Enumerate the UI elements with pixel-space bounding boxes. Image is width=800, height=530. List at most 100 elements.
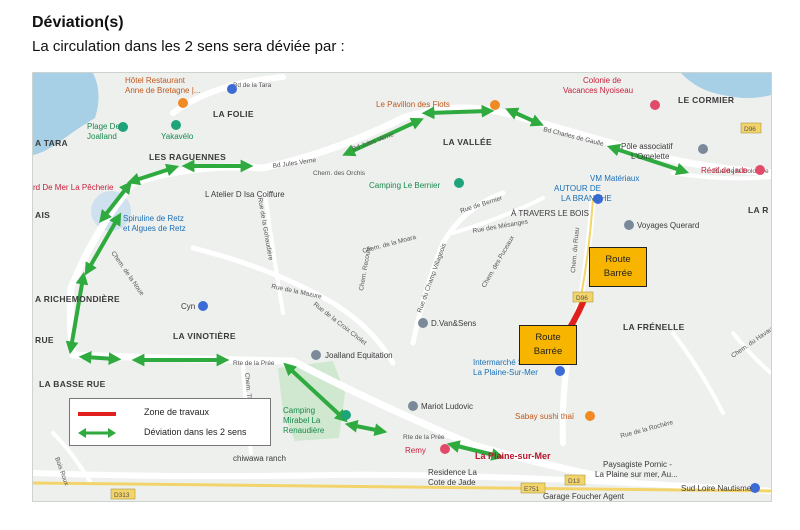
road-bois-roux xyxy=(51,431,93,485)
badge-top-line2: Barrée xyxy=(603,268,633,279)
page-subtitle: La circulation dans les 2 sens sera dévi… xyxy=(32,38,345,55)
poi-mer: rd De Mer La Pêcherie xyxy=(33,183,114,192)
shield-d313: D313 xyxy=(110,488,136,500)
sea-northeast xyxy=(681,73,771,98)
detour-arrow-1 xyxy=(84,212,122,276)
detour-arrow-9 xyxy=(344,419,388,437)
detour-arrow-6 xyxy=(78,351,122,365)
legend-detour-label: Déviation dans les 2 sens xyxy=(144,427,247,437)
poi-travers: À TRAVERS LE BOIS xyxy=(511,209,589,218)
road-label-puceaux: Chem. des Puceaux xyxy=(481,234,517,289)
place-la-r: LA R xyxy=(748,205,769,215)
sea-northwest xyxy=(33,73,99,155)
route-barree-badge-bottom: Route Barrée xyxy=(519,325,577,365)
road-bernier xyxy=(451,196,545,235)
shield-d13: D13 xyxy=(564,474,586,486)
page-title: Déviation(s) xyxy=(32,14,124,31)
place-les-raguennes: LES RAGUENNES xyxy=(149,152,226,162)
road-rue-mazure xyxy=(190,245,396,366)
road-label-recoute: Chem. Recoute xyxy=(358,245,373,291)
poi-hotel-2: Anne de Bretagne |... xyxy=(125,86,200,95)
poi-garage: Garage Foucher Agent xyxy=(543,492,625,501)
svg-text:D313: D313 xyxy=(114,492,130,499)
road-champ-villageois xyxy=(410,190,506,346)
place-la-tara: A TARA xyxy=(35,138,68,148)
poi-spiruline-2: et Algues de Retz xyxy=(123,224,186,233)
road-label-orchis: Chem. des Orchis xyxy=(313,170,366,177)
poi-colonie-2: Vacances Nyoiseau xyxy=(563,86,633,95)
svg-text:D13: D13 xyxy=(568,478,580,485)
legend-works-label: Zone de travaux xyxy=(144,407,210,417)
svg-text:E751: E751 xyxy=(524,486,540,493)
map-canvas[interactable]: LA FOLIE LES RAGUENNES LA VALLÉE LE CORM… xyxy=(33,73,771,501)
map[interactable]: LA FOLIE LES RAGUENNES LA VALLÉE LE CORM… xyxy=(32,72,772,502)
route-barree-badge-top: Route Barrée xyxy=(589,247,647,287)
shield-e751: E751 xyxy=(520,482,546,494)
road-d313-strip xyxy=(33,481,771,493)
badge-bottom-line2: Barrée xyxy=(533,346,563,357)
poi-remy: Remy xyxy=(405,446,426,455)
poi-paysagiste-2: La Plaine sur mer, Au... xyxy=(595,470,678,479)
poi-residence: Residence La xyxy=(428,468,477,477)
road-label-bd-tara: Bd de la Tara xyxy=(233,82,272,89)
poi-hotel: Hôtel Restaurant xyxy=(125,76,186,85)
poi-sudloire: Sud Loire Nautisme xyxy=(681,484,752,493)
poi-residence-2: Cote de Jade xyxy=(428,478,476,487)
poi-mariot: Mariot Ludovic xyxy=(421,402,473,411)
poi-recif: Récif de jade xyxy=(701,166,748,175)
poi-camping-mirabel-2: Mirabel La xyxy=(283,416,321,425)
road-bottom xyxy=(33,470,771,494)
poi-chiwawa: chiwawa ranch xyxy=(233,454,286,463)
road-label-noue: Chem. de la Noue xyxy=(109,250,145,297)
poi-atelier: L Atelier D Isa Coiffure xyxy=(205,190,285,199)
place-la-frenelle: LA FRÉNELLE xyxy=(623,322,685,332)
poi-intermarche: Intermarché SUPER xyxy=(473,358,546,367)
poi-colonie: Colonie de xyxy=(583,76,622,85)
shield-d96-1: D96 xyxy=(740,122,762,134)
poi-pole-2: L'Omelette xyxy=(631,152,670,161)
place-la-basse-rue: LA BASSE RUE xyxy=(39,379,106,389)
map-legend: Zone de travaux Déviation dans les 2 sen… xyxy=(69,398,271,446)
place-la-folie: LA FOLIE xyxy=(213,109,254,119)
poi-markers xyxy=(118,84,765,493)
poi-sabay: Sabay sushi thaï xyxy=(515,412,575,421)
place-ais: AIS xyxy=(35,210,50,220)
legend-detour-arrow-icon xyxy=(78,428,116,438)
shield-d96-2: D96 xyxy=(572,291,594,303)
detour-arrow-5 xyxy=(65,271,89,355)
road-label-champ: Rue du Champ Villageois xyxy=(416,242,448,314)
detour-arrow-2 xyxy=(126,163,180,186)
poi-spiruline: Spiruline de Retz xyxy=(123,214,184,223)
poi-cyn: Cyn xyxy=(181,302,195,311)
road-label-pree-1: Rte de la Prée xyxy=(233,360,275,367)
poi-camping-mirabel: Camping xyxy=(283,406,315,415)
poi-yakavelo: Yakavélo xyxy=(161,132,194,141)
place-la-plaine: La Plaine-sur-Mer xyxy=(475,451,551,461)
poi-pole: Pôle associatif xyxy=(621,142,673,151)
poi-vm: VM Matériaux xyxy=(590,174,639,183)
poi-plage: Plage De xyxy=(87,122,120,131)
poi-paysagiste: Paysagiste Pornic - xyxy=(603,460,672,469)
poi-vm-3: LA BRANCHE xyxy=(561,194,612,203)
place-la-vinotiere: LA VINOTIÈRE xyxy=(173,331,236,341)
svg-text:D96: D96 xyxy=(576,295,588,302)
poi-camping-bernier: Camping Le Bernier xyxy=(369,181,440,190)
road-label-pree-2: Rte de la Prée xyxy=(403,434,445,441)
road-havaud xyxy=(731,331,771,375)
poi-camping-mirabel-3: Renaudière xyxy=(283,426,325,435)
detour-arrow-11 xyxy=(342,117,424,157)
place-richemondiere: A RICHEMONDIÈRE xyxy=(35,294,120,304)
road-frenelle xyxy=(671,331,725,415)
detour-arrow-4 xyxy=(99,180,132,224)
poi-voyages: Voyages Querard xyxy=(637,221,699,230)
road-label-tillac: Chem. Tillac xyxy=(243,373,253,410)
road-label-mesanges: Rue des Mésanges xyxy=(472,218,529,235)
legend-works-swatch xyxy=(78,412,116,416)
poi-vm-2: AUTOUR DE xyxy=(554,184,601,193)
detour-arrow-12 xyxy=(421,104,495,120)
detour-arrow-13 xyxy=(505,107,544,127)
road-label-dolotiere: Rue de la Dolotière xyxy=(713,168,769,175)
poi-dvan: D.Van&Sens xyxy=(431,319,476,328)
road-gohaudiere xyxy=(263,191,285,315)
poi-plage-2: Joalland xyxy=(87,132,117,141)
